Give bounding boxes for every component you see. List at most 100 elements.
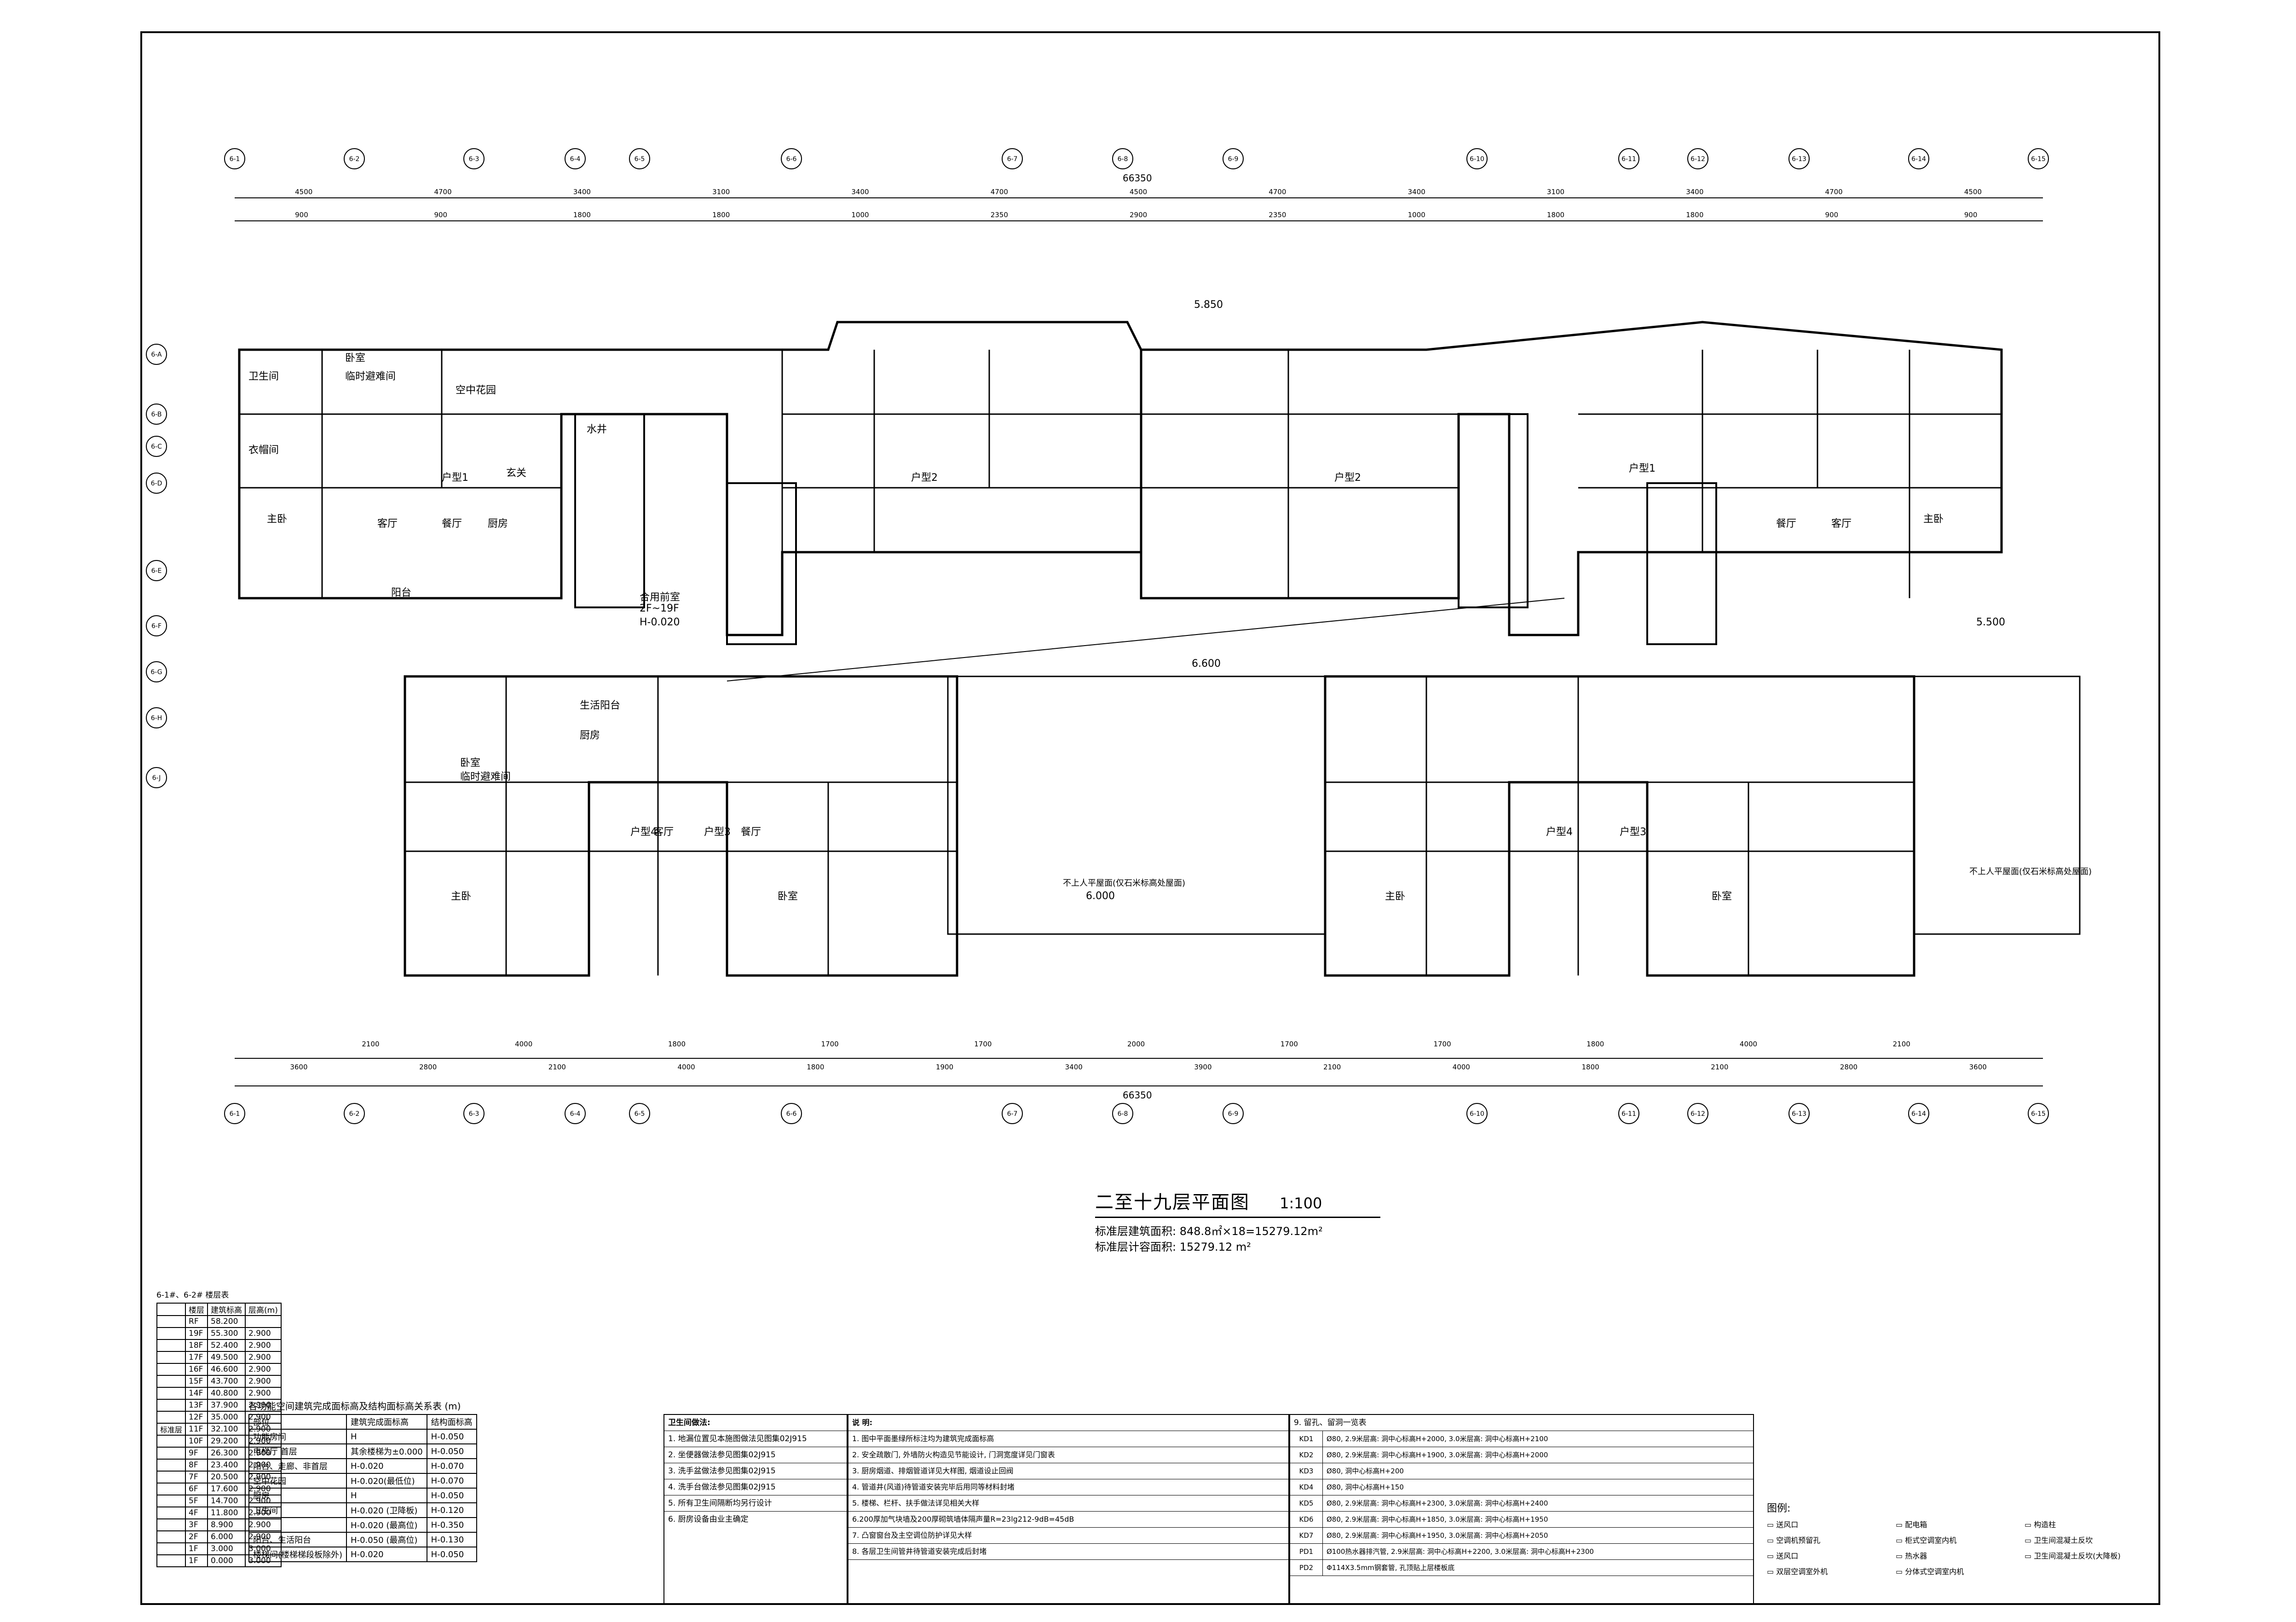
legend-item: ▭ 构造柱 (2025, 1520, 2056, 1529)
opening-desc: Ø80, 2.9米层高: 洞中心标高H+2300, 3.0米层高: 洞中心标高H… (1327, 1499, 1548, 1507)
dimension-value: 3400 (573, 188, 591, 196)
dimension-value: 1000 (1408, 211, 1425, 219)
grid-axis-bubble (463, 1103, 485, 1124)
grid-axis-bubble (146, 436, 167, 457)
grid-axis-label: 6-5 (635, 1110, 645, 1118)
height-table-cell: H-0.050 (426, 1547, 477, 1562)
dimension-value: 900 (434, 211, 448, 219)
floor-table-side-cell (156, 1375, 186, 1388)
dimension-value: 4000 (515, 1040, 533, 1048)
grid-axis-bubble (1687, 1103, 1708, 1124)
room-label-entry: 玄关 (506, 468, 527, 479)
grid-axis-label: 6-11 (1621, 156, 1636, 163)
floor-table-side-cell (156, 1399, 186, 1412)
explanation-note: 4. 管道井(风道)待管道安装完毕后用同等材料封堵 (848, 1479, 1288, 1495)
grid-axis-label: 6-D (151, 480, 162, 487)
grid-axis-bubble (1002, 1103, 1023, 1124)
dimension-value: 1000 (851, 211, 869, 219)
floor-table-side-cell (156, 1387, 186, 1400)
grid-axis-bubble (463, 148, 485, 169)
opening-code: KD7 (1290, 1528, 1323, 1543)
bottom-total-dimension: 66350 (1123, 1090, 1152, 1101)
explanation-note: 8. 各层卫生间管井待管道安装完成后封堵 (848, 1544, 1288, 1560)
grid-axis-label: 6-3 (469, 156, 479, 163)
floor-table-cell: 35.000 (207, 1411, 246, 1424)
grid-axis-bubble (1466, 1103, 1488, 1124)
explanation-note: 3. 厨房烟道、排烟管道详见大样图, 烟道设止回阀 (848, 1463, 1288, 1479)
floor-table-cell: 2.900 (245, 1375, 282, 1388)
grid-axis-bubble (1908, 148, 1929, 169)
elev-5500-label: 5.500 (1976, 617, 2005, 628)
floor-table-cell (245, 1315, 282, 1328)
bathroom-note: 2. 坐便器做法参见图集02J915 (664, 1447, 847, 1463)
floor-table-cell: 2F (185, 1530, 208, 1543)
room-label-lower-bedroom-right: 卧室 (1712, 891, 1732, 902)
drawing-title: 二至十九层平面图 (1095, 1192, 1250, 1213)
grid-axis-bubble (629, 1103, 650, 1124)
opening-code: KD3 (1290, 1463, 1323, 1479)
grid-axis-label: 6-3 (469, 1110, 479, 1118)
grid-axis-bubble (146, 615, 167, 636)
floor-table-cell: 6F (185, 1483, 208, 1495)
floor-table-cell: 19F (185, 1327, 208, 1340)
dimension-value: 3100 (1546, 188, 1565, 196)
height-table-cell: 功能房间 (248, 1429, 347, 1444)
dimension-value: 4500 (295, 188, 313, 196)
opening-desc: Ø80, 洞中心标高H+150 (1327, 1483, 1404, 1491)
height-table-cell: 其余楼梯为±0.000 (346, 1443, 427, 1459)
floor-table-side-cell (156, 1435, 186, 1448)
floor-table-side-cell (156, 1471, 186, 1483)
height-table-cell (248, 1517, 347, 1533)
grid-axis-bubble (146, 344, 167, 365)
floor-table-cell: 14.700 (207, 1495, 246, 1507)
floor-table-side-cell (156, 1507, 186, 1519)
legend-item: ▭ 送风口 (1767, 1520, 1799, 1529)
height-table-caption: 各功能空间建筑完成面标高及结构面标高关系表 (m) (248, 1401, 461, 1412)
grid-axis-bubble (344, 148, 365, 169)
height-table-cell: H-0.070 (426, 1458, 477, 1474)
grid-axis-bubble (1687, 148, 1708, 169)
floor-table-cell: 14F (185, 1387, 208, 1400)
elev-5850-label: 5.850 (1194, 299, 1223, 311)
dimension-value: 2900 (1130, 211, 1148, 219)
floor-table-cell: 37.900 (207, 1399, 246, 1412)
grid-axis-bubble (146, 707, 167, 728)
grid-axis-label: 6-4 (570, 156, 581, 163)
grid-axis-bubble (2028, 1103, 2049, 1124)
unit-type-1-label: 户型1 (442, 472, 468, 484)
dimension-value: 4000 (1452, 1063, 1470, 1071)
floor-table-cell: 26.300 (207, 1447, 246, 1460)
roof-label-right: 不上人平屋面(仅石米标高处屋面) (1969, 867, 2092, 877)
room-label-lower-bedroom: 卧室 (460, 757, 481, 769)
dimension-value: 4700 (1269, 188, 1286, 196)
dimension-value: 1900 (935, 1063, 954, 1071)
grid-axis-bubble (146, 473, 167, 494)
room-label-lower-master-right: 主卧 (1385, 891, 1406, 902)
height-table-cell: H-0.020 (346, 1458, 427, 1474)
opening-code: PD2 (1290, 1560, 1323, 1576)
legend-item: ▭ 配电箱 (1896, 1520, 1927, 1529)
floor-table-cell: 8F (185, 1459, 208, 1472)
grid-axis-label: 6-B (151, 411, 162, 418)
grid-axis-bubble (146, 661, 167, 682)
grid-axis-bubble (146, 560, 167, 581)
legend-item: ▭ 分体式空调室内机 (1896, 1567, 1964, 1576)
unit-type-3-label: 户型3 (704, 826, 731, 838)
grid-axis-bubble (565, 1103, 586, 1124)
floor-table-cell: 18F (185, 1339, 208, 1352)
unit-type-1-right-label: 户型1 (1629, 463, 1656, 474)
grid-axis-label: 6-7 (1007, 1110, 1018, 1118)
floor-table-side-cell (156, 1459, 186, 1472)
floor-table-cell: 52.400 (207, 1339, 246, 1352)
floor-table-cell: 11F (185, 1423, 208, 1436)
room-label-refuge: 临时避难间 (345, 371, 396, 382)
floor-table-side-cell (156, 1518, 186, 1531)
floor-table-cell: 23.400 (207, 1459, 246, 1472)
opening-desc: Φ114X3.5mm钢套管, 孔顶贴上层楼板底 (1327, 1564, 1455, 1572)
grid-axis-bubble (1908, 1103, 1929, 1124)
